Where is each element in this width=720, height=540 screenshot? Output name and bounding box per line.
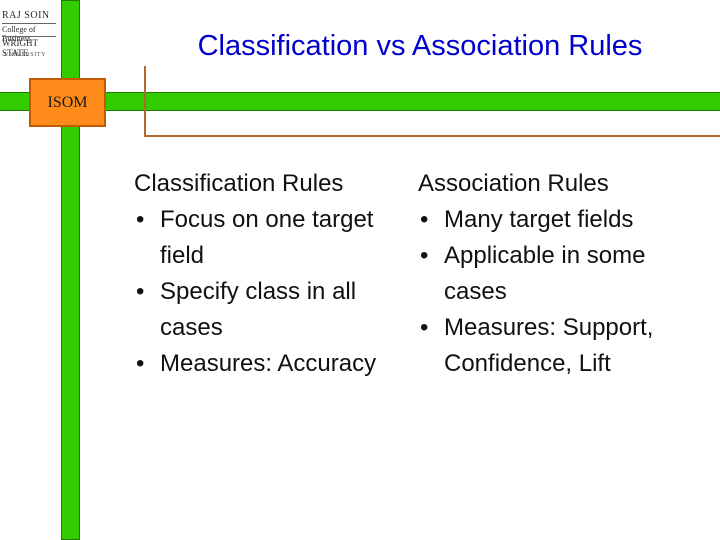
bullet-icon: •: [420, 314, 429, 341]
classification-column: Classification Rules • Focus on one targ…: [134, 166, 404, 382]
green-horizontal-bar: [0, 92, 720, 111]
logo-rule: [2, 23, 56, 24]
logo-line-3: WRIGHT STATE: [2, 38, 38, 58]
bullet-icon: •: [136, 278, 145, 305]
list-item: • Measures: Support, Confidence, Lift: [418, 310, 708, 382]
bullet-text: Measures: Support, Confidence, Lift: [444, 314, 654, 377]
list-item: • Many target fields: [418, 202, 708, 238]
slide-title: Classification vs Association Rules: [197, 30, 643, 62]
list-item: • Focus on one target field: [134, 202, 404, 274]
classification-heading: Classification Rules: [134, 170, 344, 197]
list-item: • Measures: Accuracy: [134, 346, 404, 382]
brown-vertical-line: [144, 66, 146, 136]
bullet-icon: •: [136, 206, 145, 233]
bullet-text: Many target fields: [444, 206, 634, 233]
brown-horizontal-line: [144, 135, 720, 137]
bullet-text: Measures: Accuracy: [160, 350, 377, 377]
logo-line-4: UNIVERSITY: [4, 52, 46, 58]
association-bullet-list: • Many target fields • Applicable in som…: [418, 202, 708, 382]
bullet-icon: •: [136, 350, 145, 377]
bullet-icon: •: [420, 206, 429, 233]
bullet-text: Specify class in all cases: [160, 278, 357, 341]
list-item: • Specify class in all cases: [134, 274, 404, 346]
bullet-text: Applicable in some cases: [444, 242, 646, 305]
isom-badge: ISOM: [29, 78, 106, 127]
list-item: • Applicable in some cases: [418, 238, 708, 310]
bullet-text: Focus on one target field: [160, 206, 374, 269]
association-heading: Association Rules: [418, 170, 609, 197]
association-column: Association Rules • Many target fields •…: [418, 166, 708, 382]
logo-line-2: College of Business: [2, 25, 36, 43]
bullet-icon: •: [420, 242, 429, 269]
logo-line-1: RAJ SOIN: [2, 10, 50, 21]
classification-bullet-list: • Focus on one target field • Specify cl…: [134, 202, 404, 382]
logo-rule: [2, 36, 56, 37]
university-logo: RAJ SOIN College of Business WRIGHT STAT…: [0, 0, 60, 68]
